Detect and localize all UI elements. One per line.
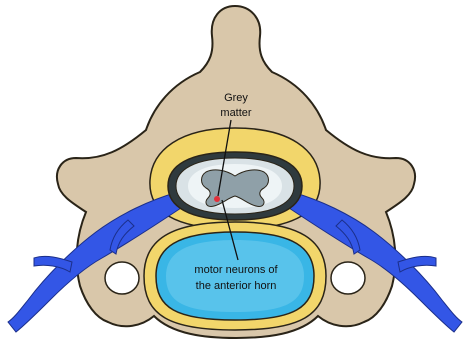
motor-neuron-dot <box>214 196 220 202</box>
foramen-left <box>105 262 139 294</box>
foramen-right <box>331 262 365 294</box>
motor-neurons-label-line1: motor neurons of <box>194 264 278 276</box>
grey-matter-label-line2: matter <box>220 107 252 119</box>
grey-matter-label-line1: Grey <box>224 92 248 104</box>
motor-neurons-label-line2: the anterior horn <box>196 280 277 292</box>
